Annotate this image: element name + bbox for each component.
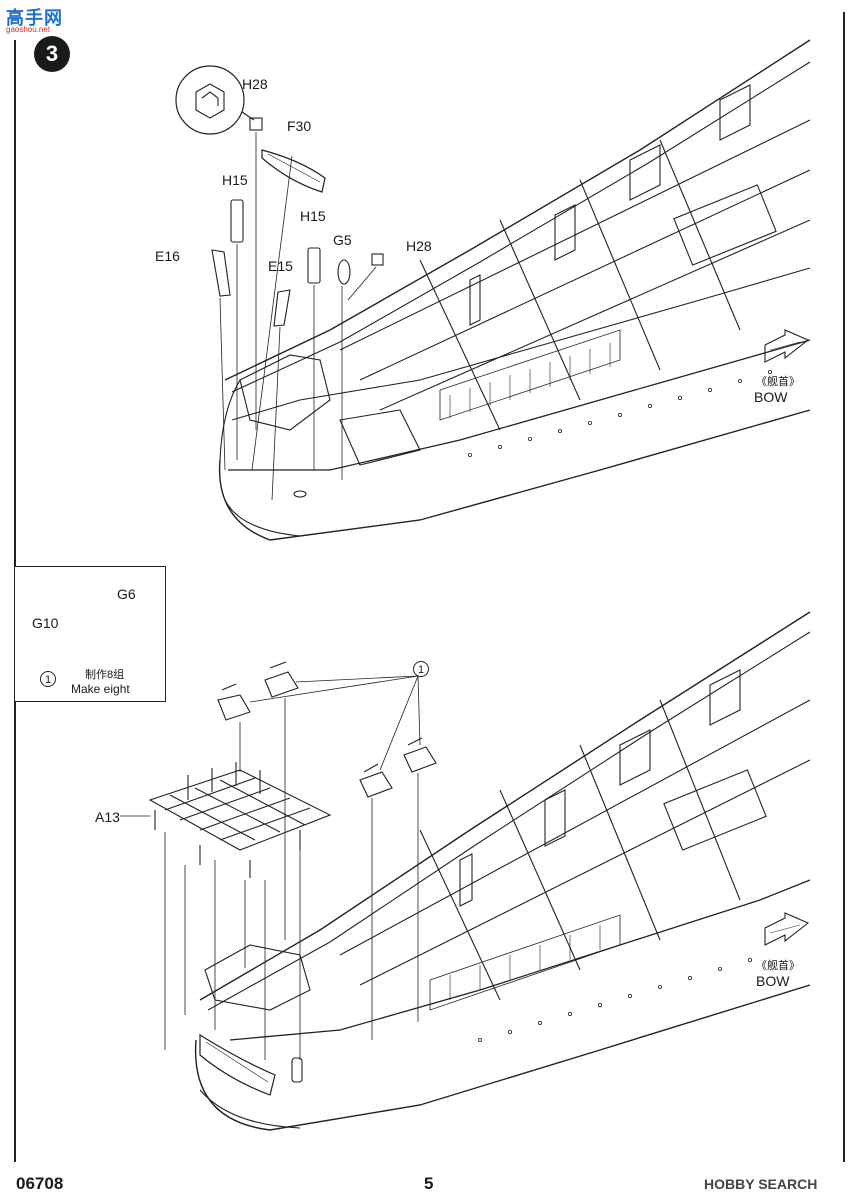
top-direction-cn: 《舰首》 bbox=[756, 376, 800, 388]
bottom-bow-arrow bbox=[764, 912, 810, 946]
label-e15: E15 bbox=[268, 258, 293, 274]
label-h28-top: H28 bbox=[242, 76, 268, 92]
sub-assembly-inset: G6 G10 1 制作8组 Make eight bbox=[14, 566, 166, 702]
label-g6: G6 bbox=[117, 586, 136, 602]
top-parts bbox=[175, 65, 384, 501]
top-hull-drawing bbox=[218, 39, 811, 541]
page-number: 5 bbox=[424, 1174, 434, 1193]
bottom-direction-en: BOW bbox=[756, 973, 790, 989]
kit-number: 06708 bbox=[16, 1174, 64, 1193]
bottom-direction-cn: 《舰首》 bbox=[756, 960, 800, 972]
bottom-callout-number: 1 bbox=[413, 661, 429, 677]
credit-text: HOBBY SEARCH bbox=[704, 1176, 818, 1192]
step-number-badge: 3 bbox=[34, 36, 70, 72]
page-border-left-lower bbox=[14, 702, 16, 1162]
instruction-en: Make eight bbox=[71, 682, 130, 696]
label-h28-right: H28 bbox=[406, 238, 432, 254]
sub-assembly-number: 1 bbox=[40, 671, 56, 687]
top-bow-arrow bbox=[764, 329, 810, 363]
label-g10: G10 bbox=[32, 615, 59, 631]
page-border-right bbox=[843, 12, 845, 1162]
label-h15-right: H15 bbox=[300, 208, 326, 224]
watermark-url: gaoshou.net bbox=[6, 25, 51, 34]
watermark-logo: 高手网 bbox=[6, 8, 63, 28]
top-direction-en: BOW bbox=[754, 389, 788, 405]
label-a13: A13 bbox=[95, 809, 120, 825]
instruction-cn: 制作8组 bbox=[85, 669, 125, 681]
page-border-left bbox=[14, 40, 16, 566]
label-f30: F30 bbox=[287, 118, 312, 134]
bottom-hull-drawing bbox=[194, 611, 811, 1131]
label-e16: E16 bbox=[155, 248, 180, 264]
label-h15-left: H15 bbox=[222, 172, 248, 188]
label-g5: G5 bbox=[333, 232, 352, 248]
bottom-parts bbox=[120, 661, 437, 1060]
